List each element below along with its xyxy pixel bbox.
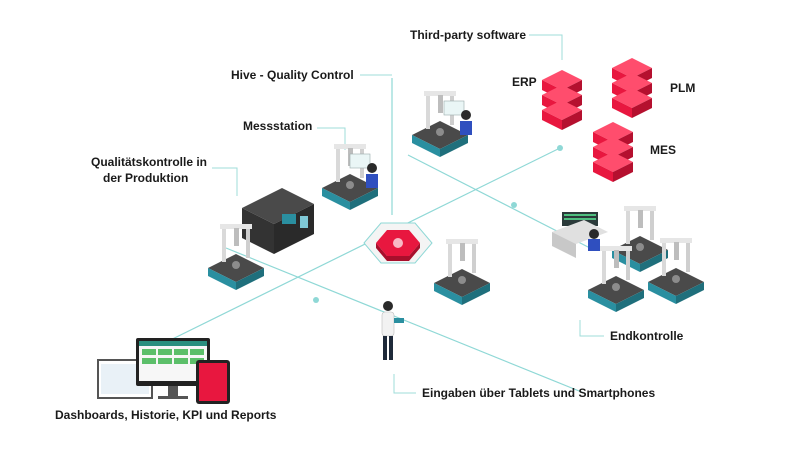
connector-nodes	[313, 145, 563, 303]
dashboard-devices-icon	[97, 338, 230, 404]
label-hive-quality-control: Hive - Quality Control	[231, 68, 354, 82]
plm-stack-icon	[612, 58, 652, 118]
label-erp: ERP	[512, 75, 537, 89]
connector-network	[139, 78, 591, 394]
label-messstation: Messstation	[243, 119, 312, 133]
leader-lines	[212, 34, 604, 394]
operator-workstation-icon	[412, 91, 472, 157]
technician-with-tablet-icon	[381, 301, 404, 360]
production-machine-icon	[242, 188, 314, 254]
hive-hub-icon	[363, 222, 433, 264]
label-third-party-software: Third-party software	[410, 28, 526, 42]
label-mes: MES	[650, 143, 676, 157]
label-endkontrolle: Endkontrolle	[610, 329, 684, 343]
erp-stack-icon	[542, 70, 582, 130]
label-qualitaetskontrolle-line1: Qualitätskontrolle in	[91, 155, 207, 169]
label-plm: PLM	[670, 81, 695, 95]
label-eingaben-tablets: Eingaben über Tablets und Smartphones	[422, 386, 655, 400]
mes-stack-icon	[593, 122, 633, 182]
label-qualitaetskontrolle-line2: der Produktion	[103, 171, 188, 185]
cmm-machine-icon	[612, 206, 668, 272]
label-dashboards-reports: Dashboards, Historie, KPI und Reports	[55, 408, 277, 422]
operator-workstation-icon	[322, 144, 378, 210]
control-room-icon	[552, 212, 608, 258]
cmm-machine-icon	[434, 239, 490, 305]
